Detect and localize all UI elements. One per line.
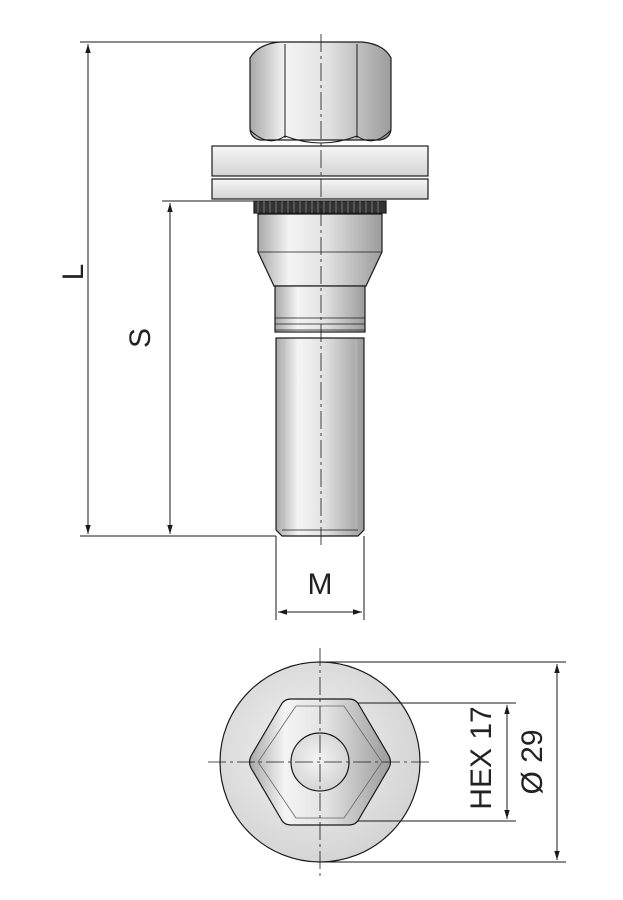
dimension-hex-label: HEX 17 (465, 706, 498, 809)
dimension-l-label: L (57, 264, 90, 281)
hex-head (249, 41, 392, 141)
side-dimensions (80, 41, 365, 620)
collar (257, 213, 383, 287)
end-dimensions (320, 661, 566, 863)
flange-upper (211, 145, 429, 177)
dimension-diameter-label: Ø 29 (516, 729, 549, 794)
dimension-m-label: M (308, 568, 333, 601)
side-view (211, 34, 429, 548)
knurled-ring (253, 200, 387, 214)
threaded-shank (275, 337, 365, 537)
flange-lower (211, 178, 429, 200)
end-view (208, 648, 432, 876)
neck (274, 285, 366, 333)
dimension-s-label: S (124, 328, 157, 348)
